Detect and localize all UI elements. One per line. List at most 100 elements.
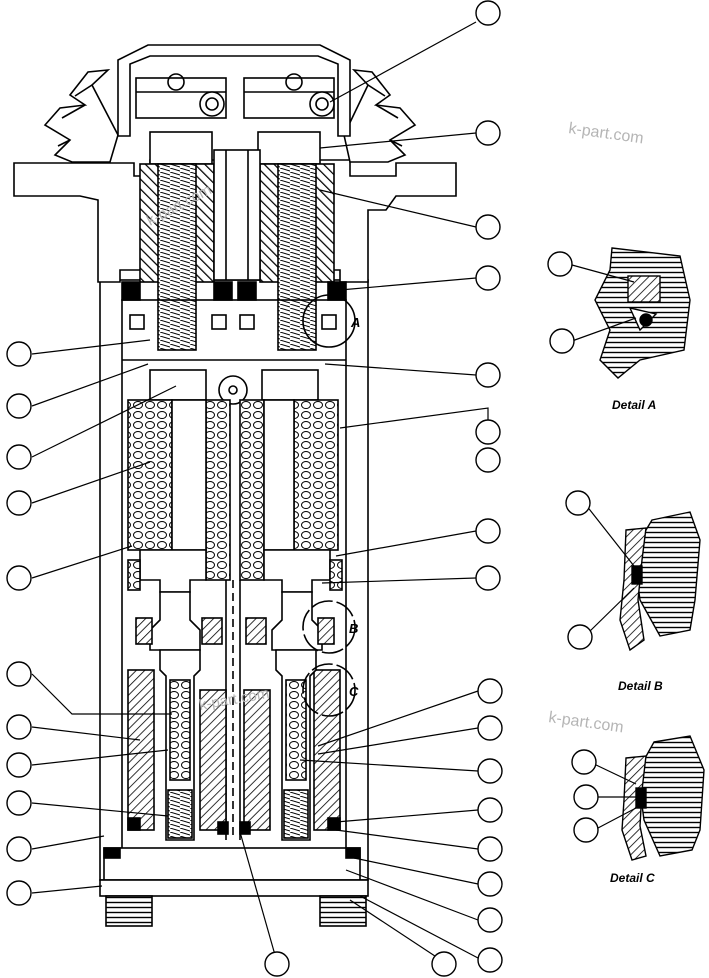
nut-right xyxy=(309,91,335,117)
detail-c-section xyxy=(639,735,705,857)
detail-a-callout-2[interactable] xyxy=(549,328,575,354)
detail-b-callout-2[interactable] xyxy=(567,624,593,650)
callout-l5[interactable] xyxy=(6,565,32,591)
leader-r15 xyxy=(345,869,479,921)
detail-circle-a xyxy=(302,294,356,348)
callout-r5[interactable] xyxy=(475,362,501,388)
detail-b-callout-1[interactable] xyxy=(565,490,591,516)
port-fitting-left xyxy=(105,895,153,927)
watermark-4: k-part.com xyxy=(547,709,624,736)
callout-r2[interactable] xyxy=(475,120,501,146)
boot-left-fold xyxy=(57,84,93,147)
callout-l3[interactable] xyxy=(6,444,32,470)
detail-b-leader-1 xyxy=(585,504,635,567)
callout-l7[interactable] xyxy=(6,714,32,740)
handle-bracket xyxy=(117,44,351,137)
callout-l2[interactable] xyxy=(6,393,32,419)
callout-r4[interactable] xyxy=(475,265,501,291)
base-cap xyxy=(99,879,369,897)
seal-packs-b xyxy=(135,617,335,645)
spool-thread-right xyxy=(283,789,309,839)
leader-r2 xyxy=(319,132,477,149)
detail-marker-b: B xyxy=(349,621,358,636)
nut-left-inner xyxy=(205,97,219,111)
leader-l9 xyxy=(31,802,169,817)
detail-b xyxy=(565,490,701,652)
detail-a-seal xyxy=(627,275,661,303)
detail-c-leader-3 xyxy=(597,807,637,829)
leader-r1 xyxy=(329,21,477,103)
leader-l4 xyxy=(31,461,151,504)
spring-guide-left xyxy=(171,399,207,551)
detail-a-callout-1[interactable] xyxy=(547,251,573,277)
piston-upper-left xyxy=(149,369,207,401)
spring-outer-left xyxy=(127,399,173,551)
seal-rings-lower xyxy=(129,314,337,330)
leader-r11 xyxy=(299,759,479,772)
center-web xyxy=(213,149,261,281)
callout-l9[interactable] xyxy=(6,790,32,816)
center-ball xyxy=(218,375,248,405)
callout-r13[interactable] xyxy=(477,797,503,823)
base-seal-left xyxy=(103,847,121,859)
callout-r18[interactable] xyxy=(431,951,457,977)
seal-rings-top xyxy=(121,281,347,301)
base-seal-right xyxy=(345,847,361,859)
spring-guide-right xyxy=(263,399,295,551)
callout-r10[interactable] xyxy=(477,678,503,704)
rod-head-left xyxy=(149,131,213,165)
spring-inner-right xyxy=(239,399,265,581)
nut-left xyxy=(199,91,225,117)
leader-r13 xyxy=(335,829,479,850)
sleeve-left-outer xyxy=(127,669,155,831)
detail-c-callout-3[interactable] xyxy=(573,817,599,843)
detail-a xyxy=(547,247,691,379)
rod-left xyxy=(157,163,197,351)
leader-l7 xyxy=(31,726,141,741)
detail-marker-c: C xyxy=(349,684,359,699)
detail-a-leader-1 xyxy=(571,264,635,283)
callout-r12[interactable] xyxy=(477,758,503,784)
sleeve-left-inner xyxy=(199,689,227,831)
callout-r16[interactable] xyxy=(477,907,503,933)
callout-l8[interactable] xyxy=(6,752,32,778)
callout-r3[interactable] xyxy=(475,214,501,240)
callout-r17[interactable] xyxy=(477,947,503,973)
callout-r15[interactable] xyxy=(477,871,503,897)
boot-right xyxy=(343,68,417,163)
detail-b-leader-2 xyxy=(587,587,635,634)
callout-l11[interactable] xyxy=(6,880,32,906)
callout-r8[interactable] xyxy=(475,518,501,544)
callout-r9[interactable] xyxy=(475,565,501,591)
spring-outer-right xyxy=(293,399,339,551)
rod-head-right xyxy=(257,131,321,165)
callout-r11[interactable] xyxy=(477,715,503,741)
spool-thread-left xyxy=(167,789,193,839)
leader-r4 xyxy=(339,277,477,291)
leader-r10 xyxy=(317,727,479,755)
callout-r1[interactable] xyxy=(475,0,501,26)
leader-r3 xyxy=(319,189,477,228)
detail-c-callout-1[interactable] xyxy=(571,749,597,775)
piston-upper-right xyxy=(261,369,319,401)
detail-c-callout-2[interactable] xyxy=(573,784,599,810)
center-ball-core xyxy=(228,385,238,395)
leader-r14 xyxy=(353,857,479,885)
callout-r7[interactable] xyxy=(475,447,501,473)
detail-b-title: Detail B xyxy=(618,679,663,693)
callout-l6[interactable] xyxy=(6,661,32,687)
leader-l10 xyxy=(31,835,105,850)
detail-c-leader-1 xyxy=(593,763,637,785)
callout-b1[interactable] xyxy=(264,951,290,977)
leader-l11 xyxy=(31,885,103,894)
callout-l4[interactable] xyxy=(6,490,32,516)
callout-l1[interactable] xyxy=(6,341,32,367)
callout-r6[interactable] xyxy=(475,419,501,445)
seal-rings-bottom xyxy=(127,817,341,835)
sleeve-right-outer xyxy=(313,669,341,831)
leader-r16 xyxy=(349,899,445,963)
callout-r14[interactable] xyxy=(477,836,503,862)
callout-l10[interactable] xyxy=(6,836,32,862)
detail-b-ring xyxy=(631,565,643,585)
